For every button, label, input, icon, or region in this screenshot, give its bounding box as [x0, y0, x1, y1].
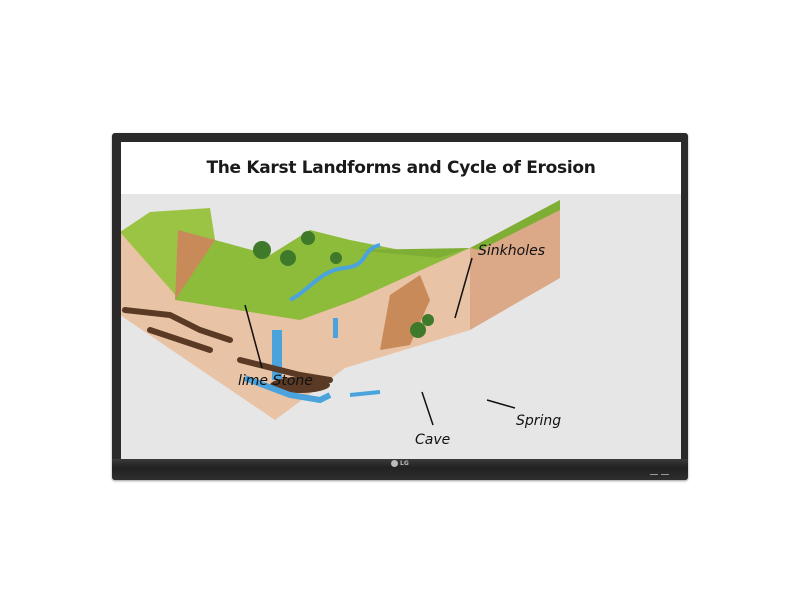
label-pointers: [244, 257, 516, 426]
brand-logo: LG: [391, 459, 409, 468]
label-sinkholes: Sinkholes: [478, 243, 545, 259]
label-cave: Cave: [415, 432, 450, 448]
grass-right: [355, 200, 560, 258]
sinkhole: [333, 318, 338, 338]
cave-passages: [122, 307, 333, 383]
front-buttons[interactable]: [650, 474, 669, 475]
right-cliff: [380, 275, 430, 350]
slide-title: The Karst Landforms and Cycle of Erosion: [206, 158, 596, 178]
brand-logo-text: LG: [400, 460, 409, 467]
display-screen: The Karst Landforms and Cycle of Erosion: [121, 142, 681, 459]
waterfall: [272, 330, 282, 380]
display-bottom-bezel: [112, 459, 688, 480]
river: [289, 243, 381, 302]
spring-water: [349, 390, 381, 397]
limestone-side-face: [470, 200, 560, 330]
title-band: The Karst Landforms and Cycle of Erosion: [121, 142, 681, 194]
label-spring: Spring: [516, 413, 561, 429]
lg-logo-icon: [391, 460, 398, 467]
trees: [253, 231, 434, 338]
cave-chamber: [270, 377, 330, 393]
label-limestone: lime Stone: [238, 373, 313, 389]
underground-water: [243, 375, 332, 404]
karst-diagram: Sinkholes lime Stone Cave Spring: [121, 200, 561, 448]
